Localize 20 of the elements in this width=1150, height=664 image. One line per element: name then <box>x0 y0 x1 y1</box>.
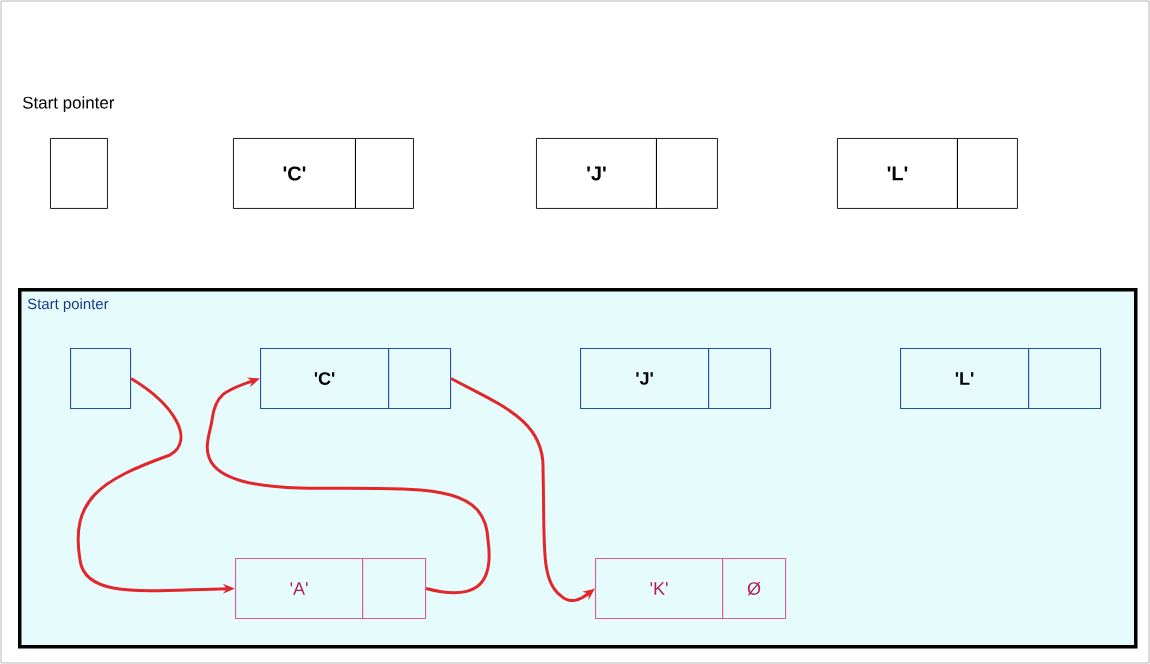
pointer-cell <box>362 558 427 620</box>
data-cell: 'J' <box>580 348 710 410</box>
pointer-cell <box>957 138 1018 209</box>
label-text: Start pointer <box>22 96 115 112</box>
data-cell: 'J' <box>536 138 657 209</box>
data-cell: 'C' <box>260 348 390 410</box>
pointer-cell <box>708 348 772 410</box>
pointer-cell <box>1028 348 1102 410</box>
data-cell: 'C' <box>233 138 356 209</box>
arrow <box>205 377 491 595</box>
data-cell: 'K' <box>595 558 724 620</box>
data-cell: 'L' <box>837 138 958 209</box>
pointer-cell <box>656 138 718 209</box>
pointer-cell <box>388 348 452 410</box>
data-cell: Ø <box>722 558 787 620</box>
pointer-cell <box>355 138 414 209</box>
data-cell: 'A' <box>235 558 364 620</box>
pointer-box <box>70 348 132 410</box>
data-cell: 'L' <box>900 348 1030 410</box>
pointer-box <box>50 138 108 209</box>
